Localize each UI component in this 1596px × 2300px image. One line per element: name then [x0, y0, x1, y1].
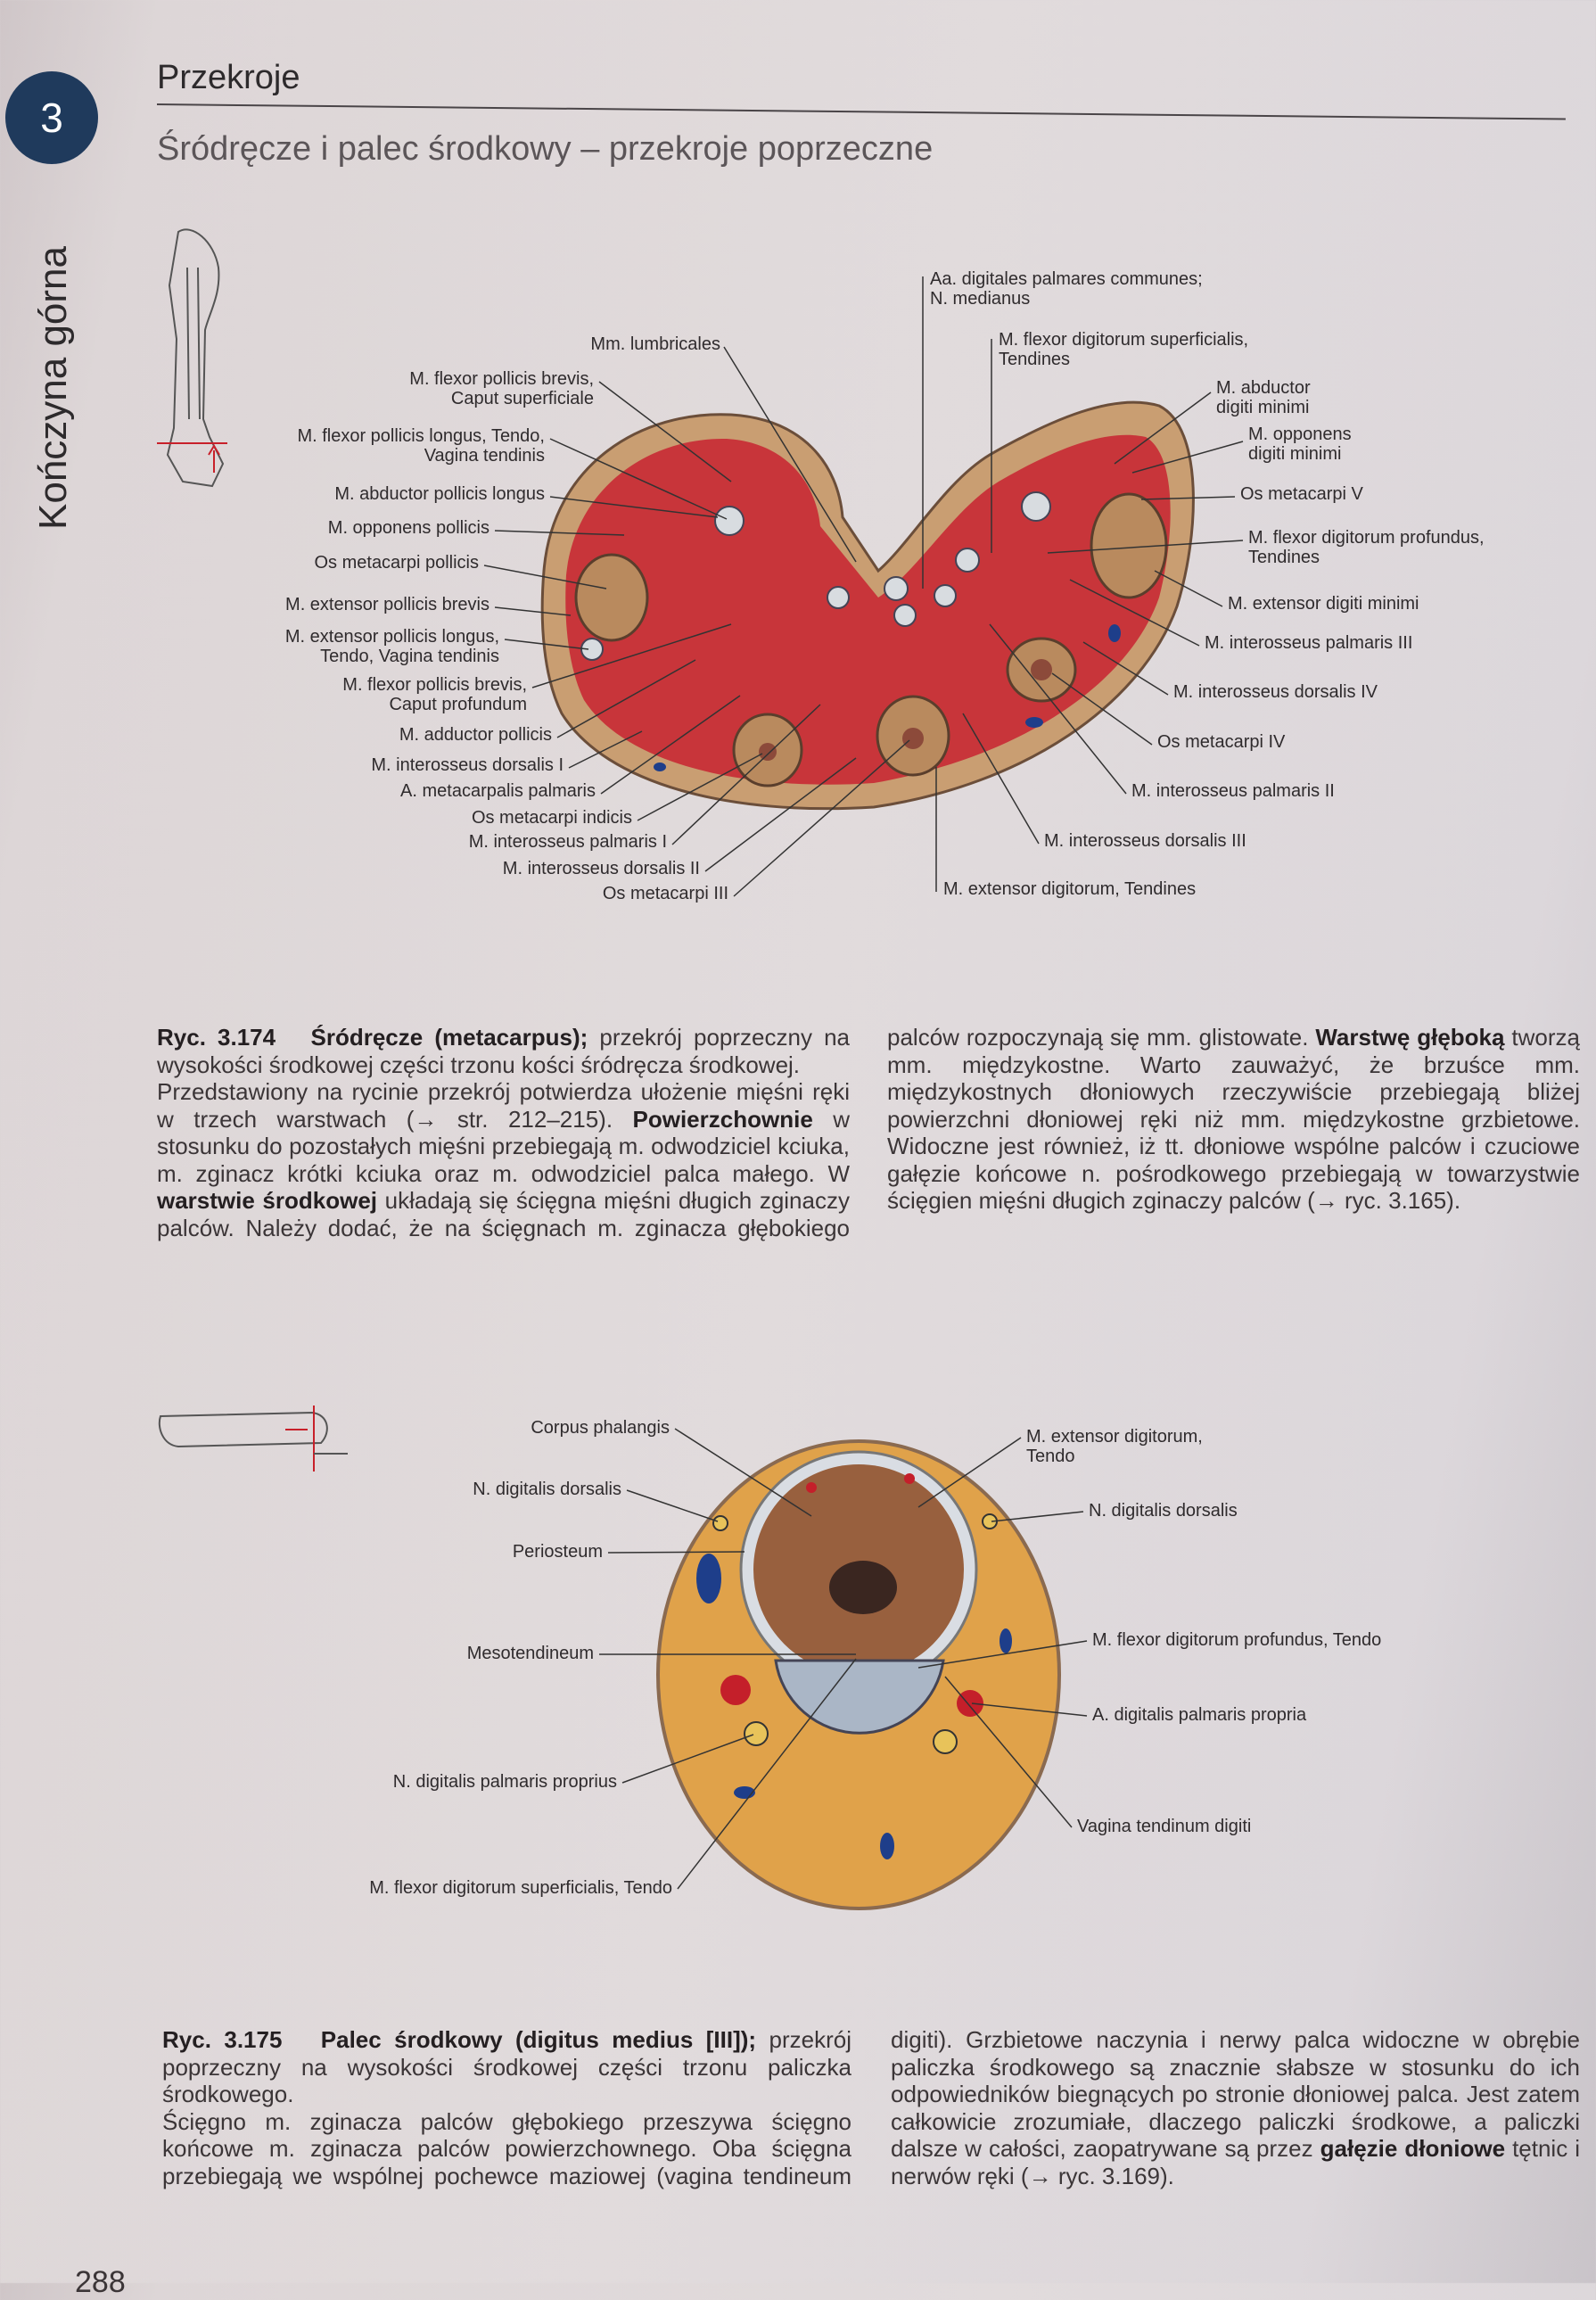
caption-text: Ścięgno m. zginacza palców głębokiego pr…: [162, 2026, 1580, 2189]
caption-text: tworzą mm. międzykostne. Warto zauważyć,…: [887, 1024, 1580, 1214]
label-line: Caput superficiale: [450, 389, 594, 408]
label-os-metacarpi-5: Os metacarpi V: [1240, 484, 1363, 504]
label-edm: M. extensor digiti minimi: [1228, 594, 1419, 614]
label-line: M. flexor digitorum superficialis,: [999, 330, 1249, 350]
label-a-digitalis-palmaris: A. digitalis palmaris propria: [1092, 1705, 1307, 1725]
caption-title: Palec środkowy (digitus medius [III]);: [320, 2026, 757, 2053]
caption-emphasis: gałęzie dłoniowe: [1320, 2135, 1506, 2162]
figure2-caption: Ryc. 3.175 Palec środkowy (digitus mediu…: [162, 2026, 1580, 2196]
label-fds-tendo: M. flexor digitorum superficialis, Tendo: [369, 1878, 672, 1898]
label-fpb-superficiale: M. flexor pollicis brevis,Caput superfic…: [409, 369, 594, 408]
label-line: N. medianus: [930, 289, 1031, 309]
label-io-palmaris-2: M. interosseus palmaris II: [1131, 781, 1335, 801]
caption-text: układają się ścięgna mięśni długich zgin…: [157, 1024, 1316, 1241]
label-io-dorsalis-1: M. interosseus dorsalis I: [371, 755, 564, 775]
label-fpb-profundum: M. flexor pollicis brevis,Caput profundu…: [342, 675, 527, 714]
label-n-digitalis-palmaris: N. digitalis palmaris proprius: [392, 1772, 617, 1792]
section-title: Przekroje: [157, 59, 300, 96]
label-fds: M. flexor digitorum superficialis,Tendin…: [999, 330, 1248, 369]
arm-orientation-sketch: [157, 228, 227, 488]
label-io-dorsalis-4: M. interosseus dorsalis IV: [1173, 682, 1378, 702]
caption-lead: przekrój poprzeczny na wysokości środkow…: [162, 2026, 851, 2107]
figure1-leader-lines: [483, 276, 1244, 897]
caption-number: Ryc. 3.174: [157, 1024, 276, 1051]
label-fdp: M. flexor digitorum profundus,Tendines: [1248, 528, 1485, 567]
caption-title: Śródręcze (metacarpus);: [310, 1024, 588, 1051]
label-fdp-tendo: M. flexor digitorum profundus, Tendo: [1092, 1630, 1382, 1650]
label-line: Caput profundum: [389, 695, 527, 714]
label-os-metacarpi-pollicis: Os metacarpi pollicis: [314, 553, 479, 573]
metacarpus-cross-section: [540, 400, 1195, 811]
label-line: Tendines: [999, 350, 1071, 369]
label-line: Tendines: [1248, 548, 1320, 567]
caption-lead: przekrój poprzeczny na wysokości środkow…: [157, 1024, 850, 1078]
label-io-dorsalis-2: M. interosseus dorsalis II: [502, 859, 700, 878]
label-corpus-phalangis: Corpus phalangis: [531, 1418, 670, 1438]
label-epb: M. extensor pollicis brevis: [285, 595, 489, 614]
chapter-number-badge: 3: [5, 71, 98, 164]
caption-emphasis: warstwie środkowej: [157, 1187, 378, 1214]
label-line: M. flexor pollicis brevis,: [409, 369, 594, 389]
label-io-dorsalis-3: M. interosseus dorsalis III: [1044, 831, 1246, 851]
label-io-palmaris-1: M. interosseus palmaris I: [468, 832, 667, 852]
label-fpl: M. flexor pollicis longus, Tendo,Vagina …: [297, 426, 545, 466]
label-periosteum: Periosteum: [512, 1542, 603, 1562]
label-line: Tendo: [1026, 1447, 1075, 1466]
label-vagina-tendinum: Vagina tendinum digiti: [1077, 1817, 1252, 1836]
label-os-metacarpi-4: Os metacarpi IV: [1157, 732, 1286, 752]
label-line: M. flexor pollicis brevis,: [342, 675, 527, 695]
finger-cross-section: [656, 1439, 1061, 1910]
page-title: Śródręcze i palec środkowy – przekroje p…: [157, 130, 934, 168]
label-os-metacarpi-indicis: Os metacarpi indicis: [471, 808, 632, 828]
label-line: M. extensor pollicis longus,: [284, 627, 499, 647]
caption-emphasis: Warstwę głęboką: [1315, 1024, 1505, 1051]
caption-number: Ryc. 3.175: [162, 2026, 283, 2053]
figure1-caption: Ryc. 3.174 Śródręcze (metacarpus); przek…: [157, 1024, 1580, 1247]
label-line: Tendo, Vagina tendinis: [320, 647, 499, 666]
label-ed-tendines: M. extensor digitorum, Tendines: [943, 879, 1197, 899]
label-line: M. flexor pollicis longus, Tendo,: [297, 426, 545, 446]
label-apl: M. abductor pollicis longus: [334, 484, 545, 504]
label-n-digitalis-dorsalis-right: N. digitalis dorsalis: [1089, 1501, 1238, 1521]
label-adductor-pollicis: M. adductor pollicis: [399, 725, 552, 745]
caption-text: tętnic i nerwów ręki (→ ryc. 3.169).: [891, 2135, 1581, 2189]
label-os-metacarpi-3: Os metacarpi III: [602, 884, 728, 903]
caption-text: Przedstawiony na rycinie przekrój potwie…: [157, 1078, 850, 1133]
figure2-leader-lines: [599, 1428, 1088, 1890]
finger-orientation-sketch: [158, 1406, 348, 1472]
label-line: M. opponens: [1248, 425, 1352, 444]
label-line: digiti minimi: [1248, 444, 1342, 464]
caption-emphasis: Powierzchownie: [632, 1105, 813, 1133]
label-line: M. extensor digitorum,: [1026, 1427, 1203, 1447]
caption-text: w stosunku do pozostałych mięśni przebie…: [157, 1105, 851, 1187]
label-ed-tendo: M. extensor digitorum,Tendo: [1026, 1427, 1203, 1466]
label-opponens-pollicis: M. opponens pollicis: [327, 518, 489, 538]
label-line: Aa. digitales palmares communes;: [930, 269, 1203, 289]
label-epl: M. extensor pollicis longus,Tendo, Vagin…: [285, 627, 499, 666]
label-line: M. flexor digitorum profundus,: [1248, 528, 1485, 548]
label-line: M. abductor: [1216, 378, 1311, 398]
label-io-palmaris-3: M. interosseus palmaris III: [1205, 633, 1413, 653]
label-n-digitalis-dorsalis-left: N. digitalis dorsalis: [473, 1480, 621, 1499]
label-line: Vagina tendinis: [424, 446, 545, 466]
label-aa-digitales: Aa. digitales palmares communes;N. media…: [930, 269, 1203, 309]
label-lumbricales: Mm. lumbricales: [590, 334, 720, 354]
label-mesotendineum: Mesotendineum: [466, 1644, 594, 1663]
label-line: digiti minimi: [1216, 398, 1310, 417]
label-a-metacarpalis: A. metacarpalis palmaris: [400, 781, 596, 801]
